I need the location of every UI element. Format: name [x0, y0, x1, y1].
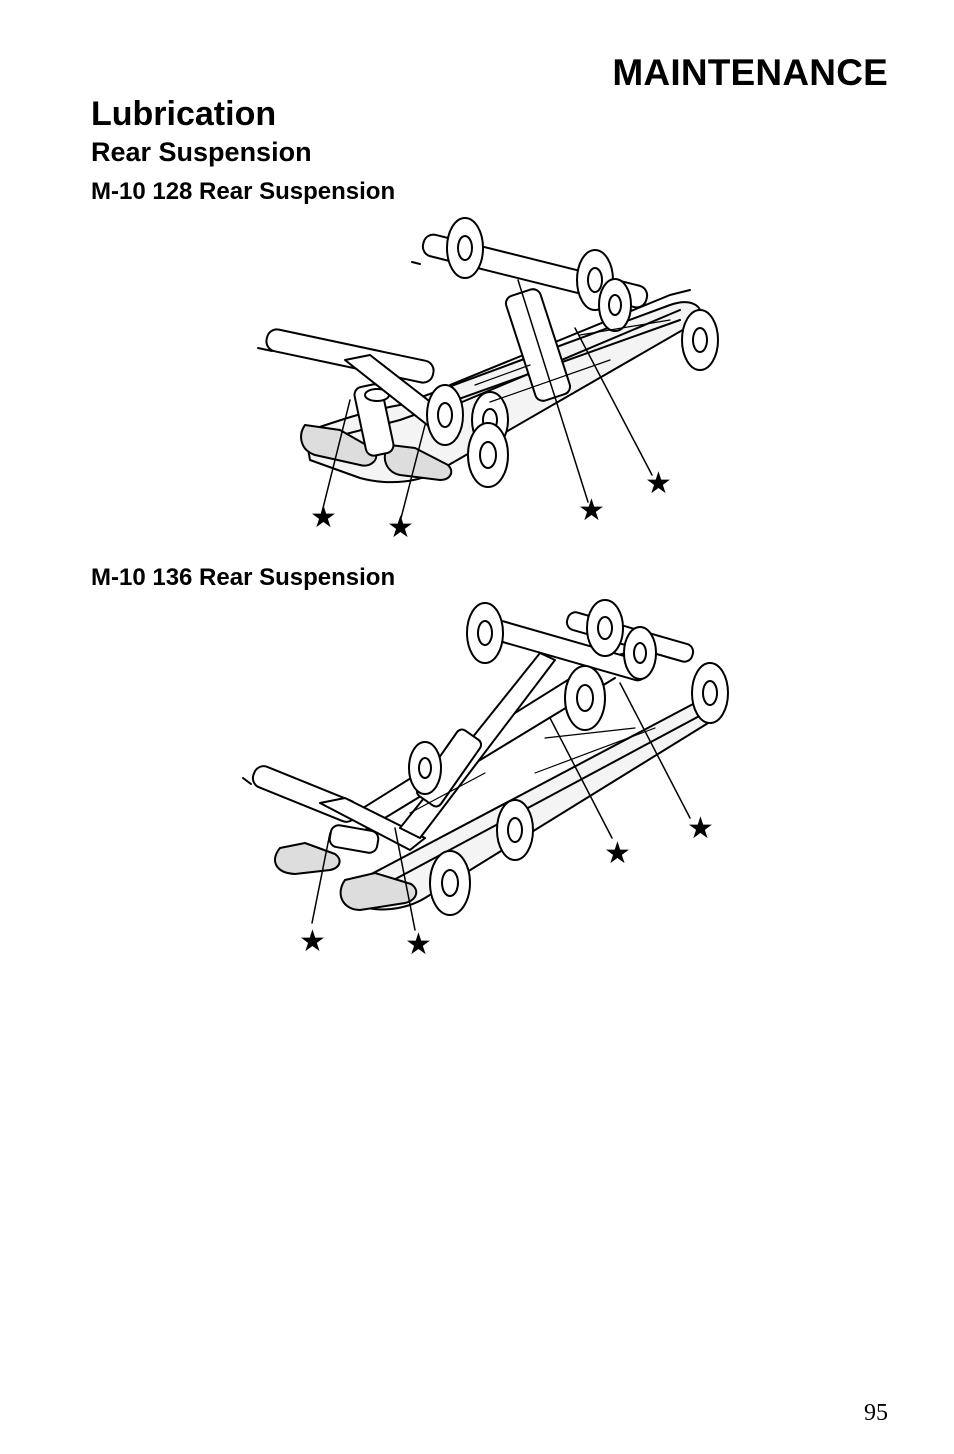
- callout-star: ★: [405, 928, 432, 961]
- callout-star: ★: [299, 925, 326, 958]
- figure-caption-128: M-10 128 Rear Suspension: [91, 178, 396, 205]
- section-header: MAINTENANCE: [612, 52, 888, 93]
- figure-caption-136: M-10 136 Rear Suspension: [91, 564, 396, 591]
- rear-suspension-128-illustration: [257, 217, 719, 523]
- callout-star: ★: [310, 501, 337, 534]
- rear-suspension-136-illustration: [242, 599, 729, 931]
- callout-star: ★: [578, 494, 605, 527]
- page-number: 95: [864, 1400, 888, 1426]
- page-title: Lubrication: [91, 95, 277, 133]
- callout-star: ★: [645, 467, 672, 500]
- callout-star: ★: [604, 837, 631, 870]
- callout-star: ★: [687, 812, 714, 845]
- callout-star: ★: [387, 511, 414, 544]
- page-subtitle: Rear Suspension: [91, 137, 312, 167]
